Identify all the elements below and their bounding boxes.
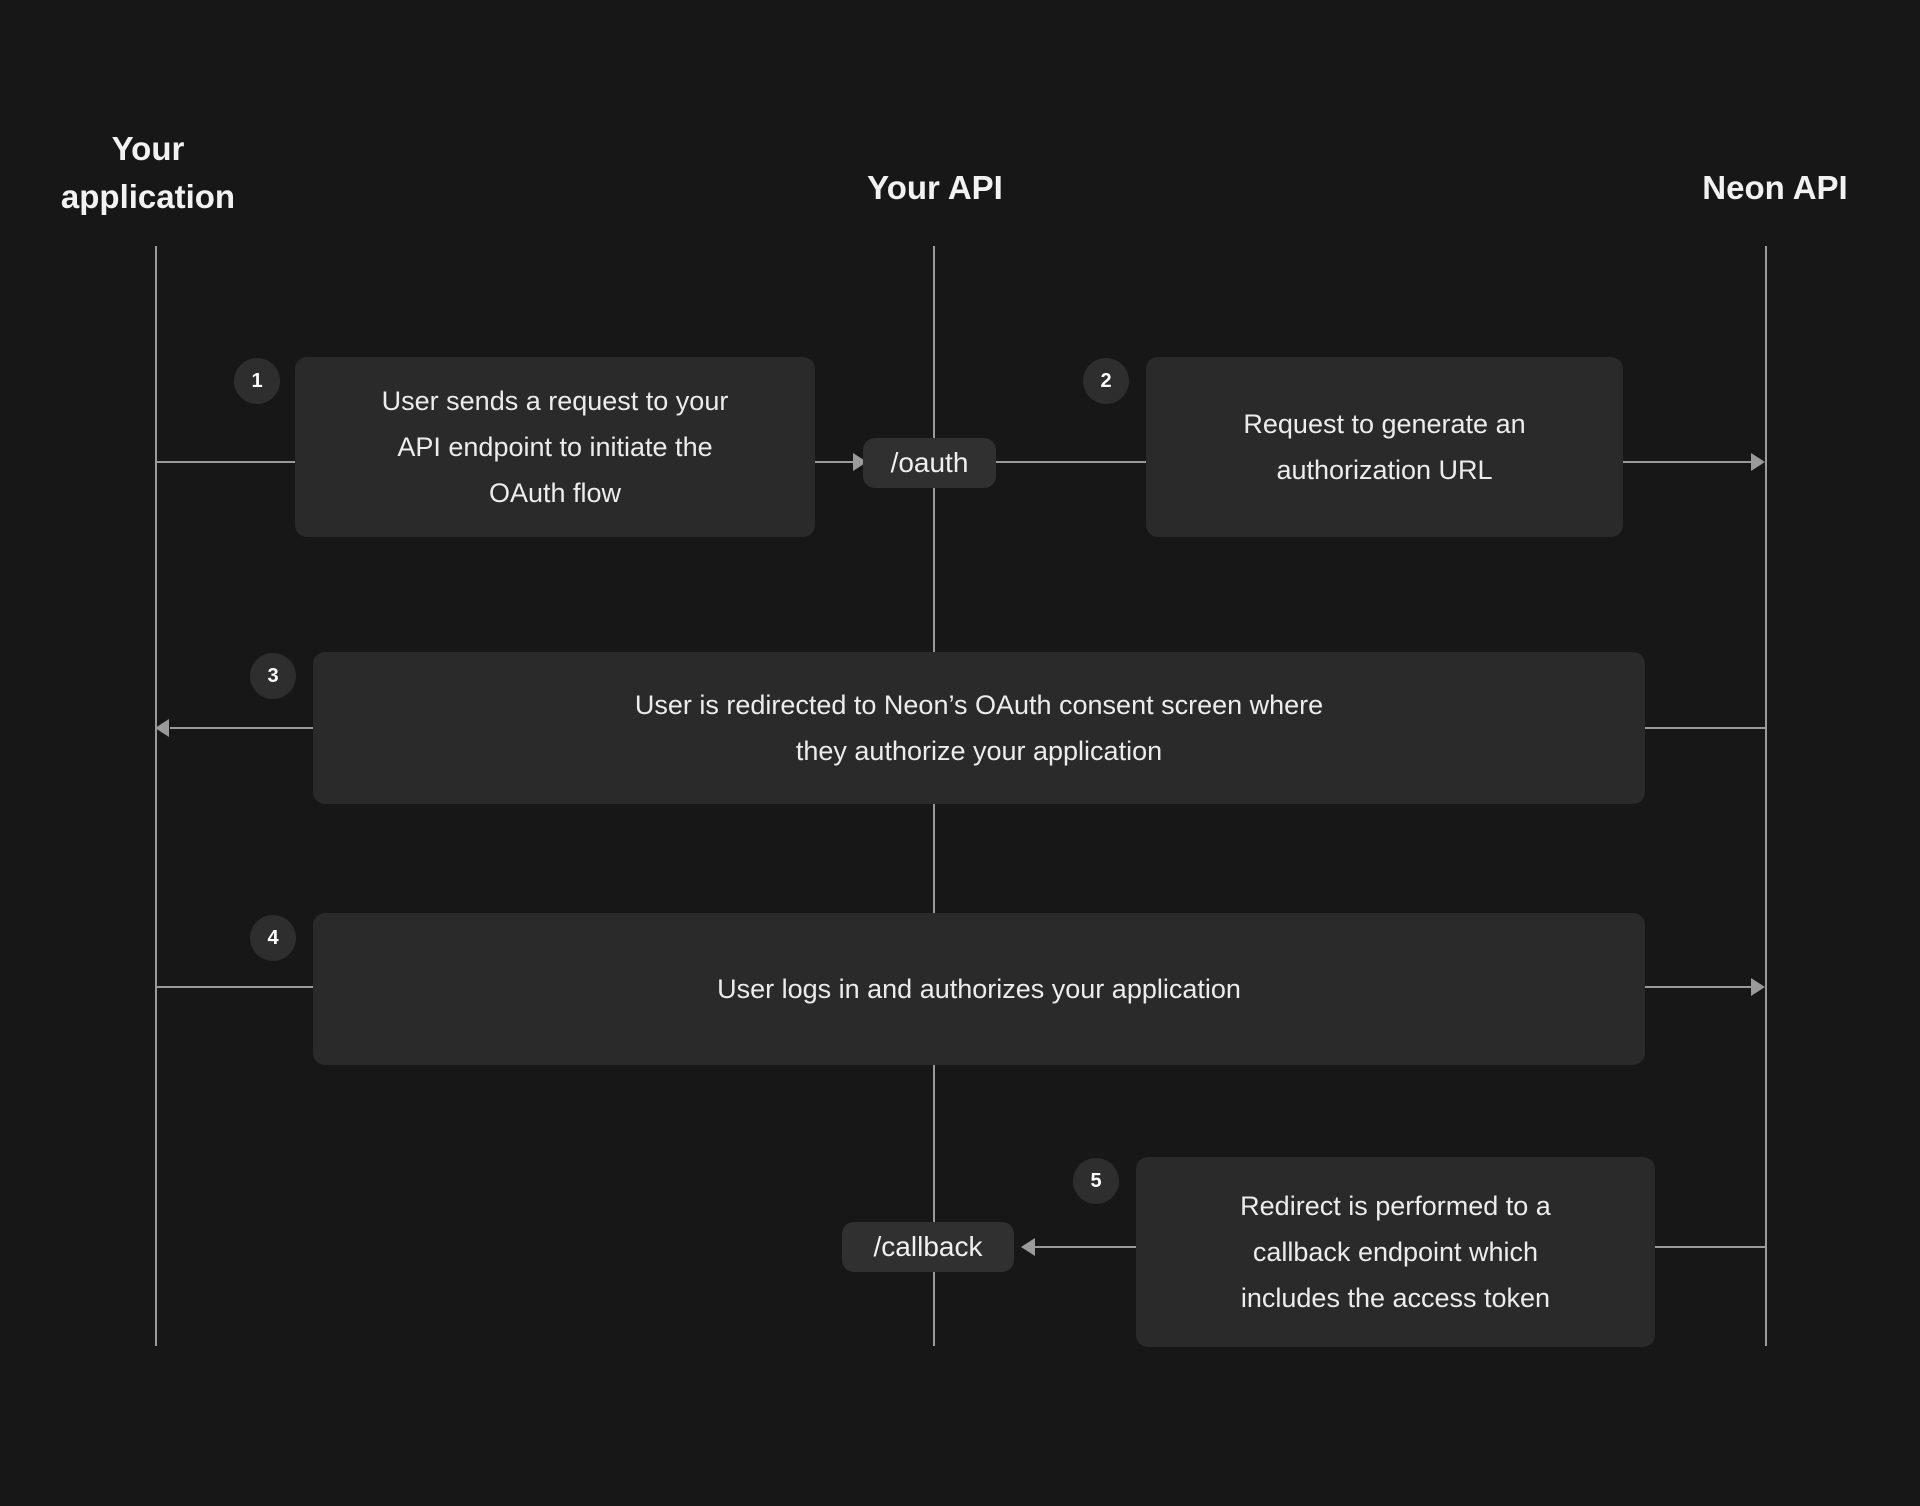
endpoint-pill-oauth[interactable]: /oauth	[863, 438, 996, 488]
arrow-head-step-2	[1751, 453, 1765, 471]
connector-line-step-3	[170, 727, 315, 729]
step-text-3: User is redirected to Neon’s OAuth conse…	[634, 690, 1324, 766]
endpoint-pill-callback[interactable]: /callback	[842, 1222, 1014, 1272]
arrow-head-step-5	[1021, 1238, 1035, 1256]
connector-line-step-4-right	[1645, 986, 1751, 988]
arrow-head-step-3	[155, 719, 169, 737]
step-box-4: User logs in and authorizes your applica…	[313, 913, 1645, 1065]
step-text-2: Request to generate an authorization URL	[1243, 409, 1526, 485]
step-text-5: Redirect is performed to a callback endp…	[1240, 1191, 1551, 1313]
connector-line-step-5-right	[1655, 1246, 1767, 1248]
step-text-1: User sends a request to your API endpoin…	[381, 386, 729, 508]
step-box-3: User is redirected to Neon’s OAuth conse…	[313, 652, 1645, 804]
step-badge-2: 2	[1083, 358, 1129, 404]
step-text-4: User logs in and authorizes your applica…	[717, 974, 1241, 1004]
connector-line-step-5	[1035, 1246, 1136, 1248]
step-box-5: Redirect is performed to a callback endp…	[1136, 1157, 1655, 1347]
step-badge-4: 4	[250, 915, 296, 961]
lane-title-your-application: Your application	[60, 130, 236, 215]
lifeline-neon-api	[1765, 246, 1767, 1346]
step-badge-3: 3	[250, 653, 296, 699]
arrow-head-step-4	[1751, 978, 1765, 996]
lifeline-your-application	[155, 246, 157, 1346]
lane-title-neon-api: Neon API	[1702, 169, 1848, 206]
step-badge-5: 5	[1073, 1158, 1119, 1204]
connector-line-step-4	[155, 986, 315, 988]
step-box-2: Request to generate an authorization URL	[1146, 357, 1623, 537]
connector-line-step-2-right	[1623, 461, 1751, 463]
connector-line-step-3-right	[1645, 727, 1767, 729]
lane-title-your-api: Your API	[867, 169, 1003, 206]
connector-line-step-2	[996, 461, 1146, 463]
step-badge-1: 1	[234, 358, 280, 404]
step-box-1: User sends a request to your API endpoin…	[295, 357, 815, 537]
